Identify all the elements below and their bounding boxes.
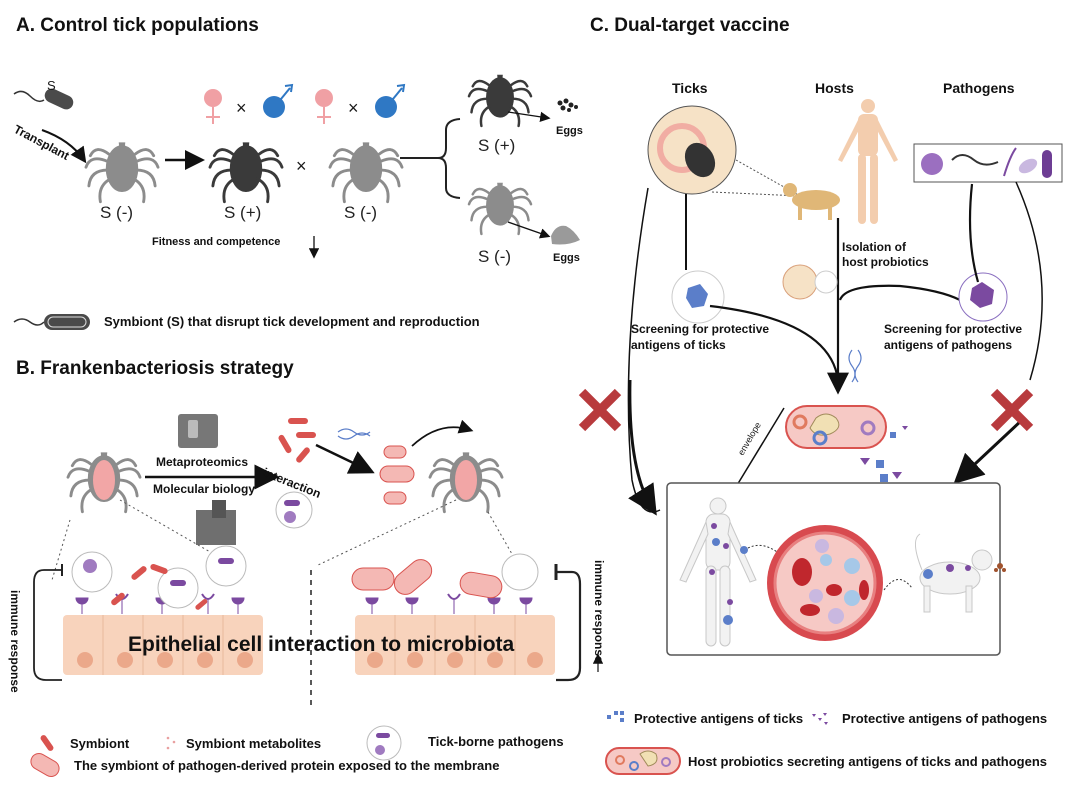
pathogen-to-host-arrow: [953, 418, 1024, 485]
tick-label-2: S (+): [224, 203, 262, 222]
legend-metabolites: Symbiont metabolites: [186, 736, 322, 751]
isolation-label-2: host probiotics: [842, 255, 929, 269]
symbiont-legend-icon: [13, 314, 90, 330]
human-icon: [838, 99, 898, 224]
eggs-label-2: Eggs: [553, 252, 580, 264]
male-symbol-2: [375, 83, 406, 118]
blocked-cross-left: [578, 388, 622, 432]
tick-gut-right: [455, 460, 477, 500]
legend-pathogen-antigens: Protective antigens of pathogens: [842, 711, 1048, 726]
panel-a-title: A. Control tick populations: [16, 15, 259, 36]
female-symbol-1: [204, 89, 222, 124]
tick-s-minus-1: [84, 141, 160, 204]
rod-bacterium-icon: [1042, 150, 1052, 178]
eggs-label-1: Eggs: [556, 125, 583, 137]
probiotics-legend-icon: [605, 747, 681, 775]
immune-response-right: immune response: [592, 560, 606, 663]
offspring-tick-plus: [467, 73, 533, 128]
microbes-right: [351, 553, 539, 599]
immune-bracket-left: [33, 569, 62, 681]
protozoa-icon: [1018, 158, 1038, 174]
tick-label-1: S (-): [100, 203, 134, 222]
isolation-label-1: Isolation of: [842, 240, 906, 254]
virus-icon: [921, 153, 943, 175]
engineered-legend-icon: [30, 753, 60, 777]
pathogen-antigens-legend-icon: [812, 713, 828, 725]
offspring-bracket: [400, 118, 461, 199]
screen-pathogens-1: Screening for protective: [884, 322, 1023, 336]
screen-pathogens-2: antigens of pathogens: [884, 338, 1013, 352]
column-ticks: Ticks: [672, 80, 708, 96]
tick-removed-icon: [994, 563, 1006, 572]
offspring-label-plus: S (+): [478, 136, 516, 155]
reintroduce-arrow: [411, 419, 474, 447]
symbiont-s-label: S: [47, 78, 56, 93]
dog-icon: [783, 183, 840, 220]
eggs-many-icon: [551, 225, 580, 245]
epithelial-label: Epithelial cell interaction to microbiot…: [128, 633, 515, 656]
metabolites-legend-icon: [166, 736, 176, 750]
pathogen-antigen-icon: [970, 282, 994, 308]
immune-bracket-right: [556, 570, 582, 682]
microbes-left: [71, 545, 247, 610]
legend-engineered: The symbiont of pathogen-derived protein…: [74, 758, 500, 773]
molecular-biology-label: Molecular biology: [153, 482, 256, 496]
bacteria-flagella-icon: [951, 154, 999, 166]
cross-symbol-1: ×: [236, 98, 247, 118]
blood-vessel: [767, 525, 883, 641]
screen-ticks-2: antigens of ticks: [631, 338, 726, 352]
fitness-label: Fitness and competence: [152, 236, 281, 248]
tick-bite-circle: [647, 105, 737, 195]
symbiont-legend-rod: [40, 735, 54, 751]
tick-s-plus: [208, 141, 284, 204]
dna-icon-c: [848, 349, 862, 383]
vaccinated-dog: [915, 533, 993, 613]
tick-s-minus-2: [328, 141, 404, 204]
column-hosts: Hosts: [815, 80, 854, 96]
panel-c-title: C. Dual-target vaccine: [590, 15, 790, 36]
human-antibodies: [709, 523, 733, 605]
engineering-arrow: [315, 443, 375, 474]
symbiont-cluster: [278, 418, 316, 463]
tick-label-3: S (-): [344, 203, 378, 222]
legend-tick-antigens: Protective antigens of ticks: [634, 711, 804, 726]
secreted-antigens: [860, 426, 908, 482]
immune-response-left: immune response: [8, 590, 22, 693]
symbiont-legend-text: Symbiont (S) that disrupt tick developme…: [104, 314, 480, 329]
legend-pathogens: Tick-borne pathogens: [428, 734, 564, 749]
tick-to-host-arrow: [628, 379, 657, 516]
pathogens-legend-icon: [366, 725, 402, 761]
screen-ticks-1: Screening for protective: [631, 322, 770, 336]
cross-symbol-3: ×: [296, 156, 307, 176]
tick-antigen-icon: [686, 284, 708, 308]
column-pathogens: Pathogens: [943, 80, 1015, 96]
tick-gut-left: [93, 460, 115, 500]
legend-probiotics: Host probiotics secreting antigens of ti…: [688, 754, 1047, 769]
spirochete-icon: [1003, 147, 1017, 177]
blocked-cross-right: [990, 388, 1034, 432]
offspring-label-minus: S (-): [478, 247, 512, 266]
receptors: [75, 593, 533, 614]
tick-antigens-legend-icon: [607, 711, 624, 722]
panel-b-title: B. Frankenbacteriosis strategy: [16, 358, 294, 379]
epithelium-left: [63, 615, 263, 675]
petri-dish-icon: [782, 264, 818, 300]
male-symbol-1: [263, 83, 294, 118]
symbiont-transplant-icon: [13, 88, 87, 164]
dna-scissors-icon: [337, 428, 371, 440]
epithelium-right: [355, 615, 555, 675]
eggs-few-icon: [557, 98, 578, 112]
female-symbol-2: [315, 89, 333, 124]
metaproteomics-label: Metaproteomics: [156, 455, 249, 469]
pathogen-circle-icon: [275, 491, 313, 529]
cross-symbol-2: ×: [348, 98, 359, 118]
engineered-symbionts: [379, 445, 415, 505]
legend-symbiont: Symbiont: [70, 736, 130, 751]
